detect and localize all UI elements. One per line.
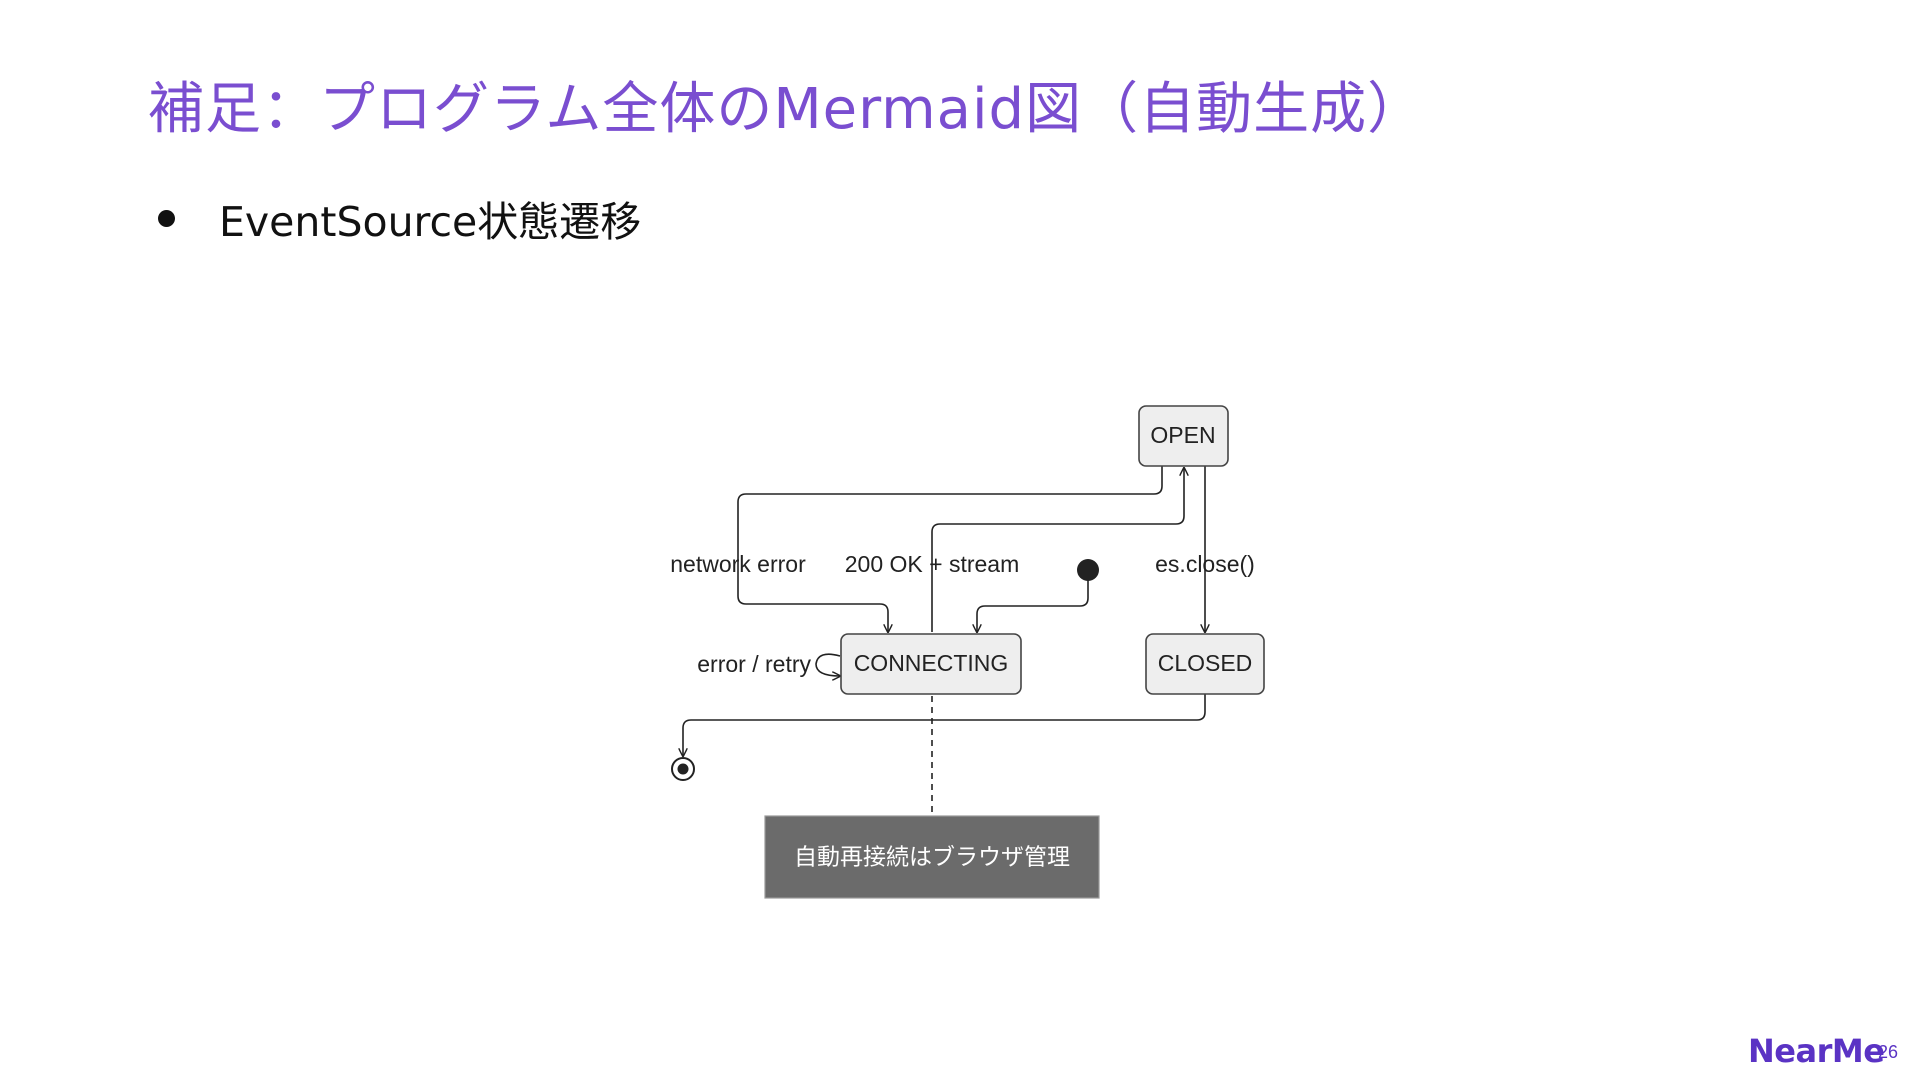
edge-network-error — [737, 466, 1163, 632]
state-closed-label: CLOSED — [1158, 650, 1253, 676]
label-network-error: network error — [670, 551, 806, 577]
bullet-text: EventSource状態遷移 — [219, 198, 642, 246]
edge-ok-stream — [931, 468, 1184, 632]
brand-logo: NearMe — [1748, 1032, 1885, 1070]
state-closed: CLOSED — [1145, 633, 1265, 695]
page-number: 26 — [1878, 1042, 1899, 1062]
label-ok-stream: 200 OK + stream — [845, 551, 1020, 577]
note-box: 自動再接続はブラウザ管理 — [764, 815, 1100, 899]
state-connecting: CONNECTING — [840, 633, 1022, 695]
state-connecting-label: CONNECTING — [854, 650, 1009, 676]
edge-retry-loop — [815, 653, 840, 676]
slide-title: 補足：プログラム全体のMermaid図（自動生成） — [148, 77, 1425, 142]
note-text: 自動再接続はブラウザ管理 — [794, 845, 1070, 871]
state-open: OPEN — [1138, 405, 1229, 467]
state-open-label: OPEN — [1150, 422, 1215, 448]
bullet-dot-icon — [158, 209, 175, 227]
start-node — [1077, 559, 1099, 581]
bullet-item: EventSource状態遷移 — [158, 190, 641, 246]
end-node — [671, 757, 695, 781]
label-retry: error / retry — [697, 651, 811, 677]
label-close: es.close() — [1155, 551, 1255, 577]
edge-start — [977, 570, 1089, 632]
edge-end — [683, 694, 1206, 756]
